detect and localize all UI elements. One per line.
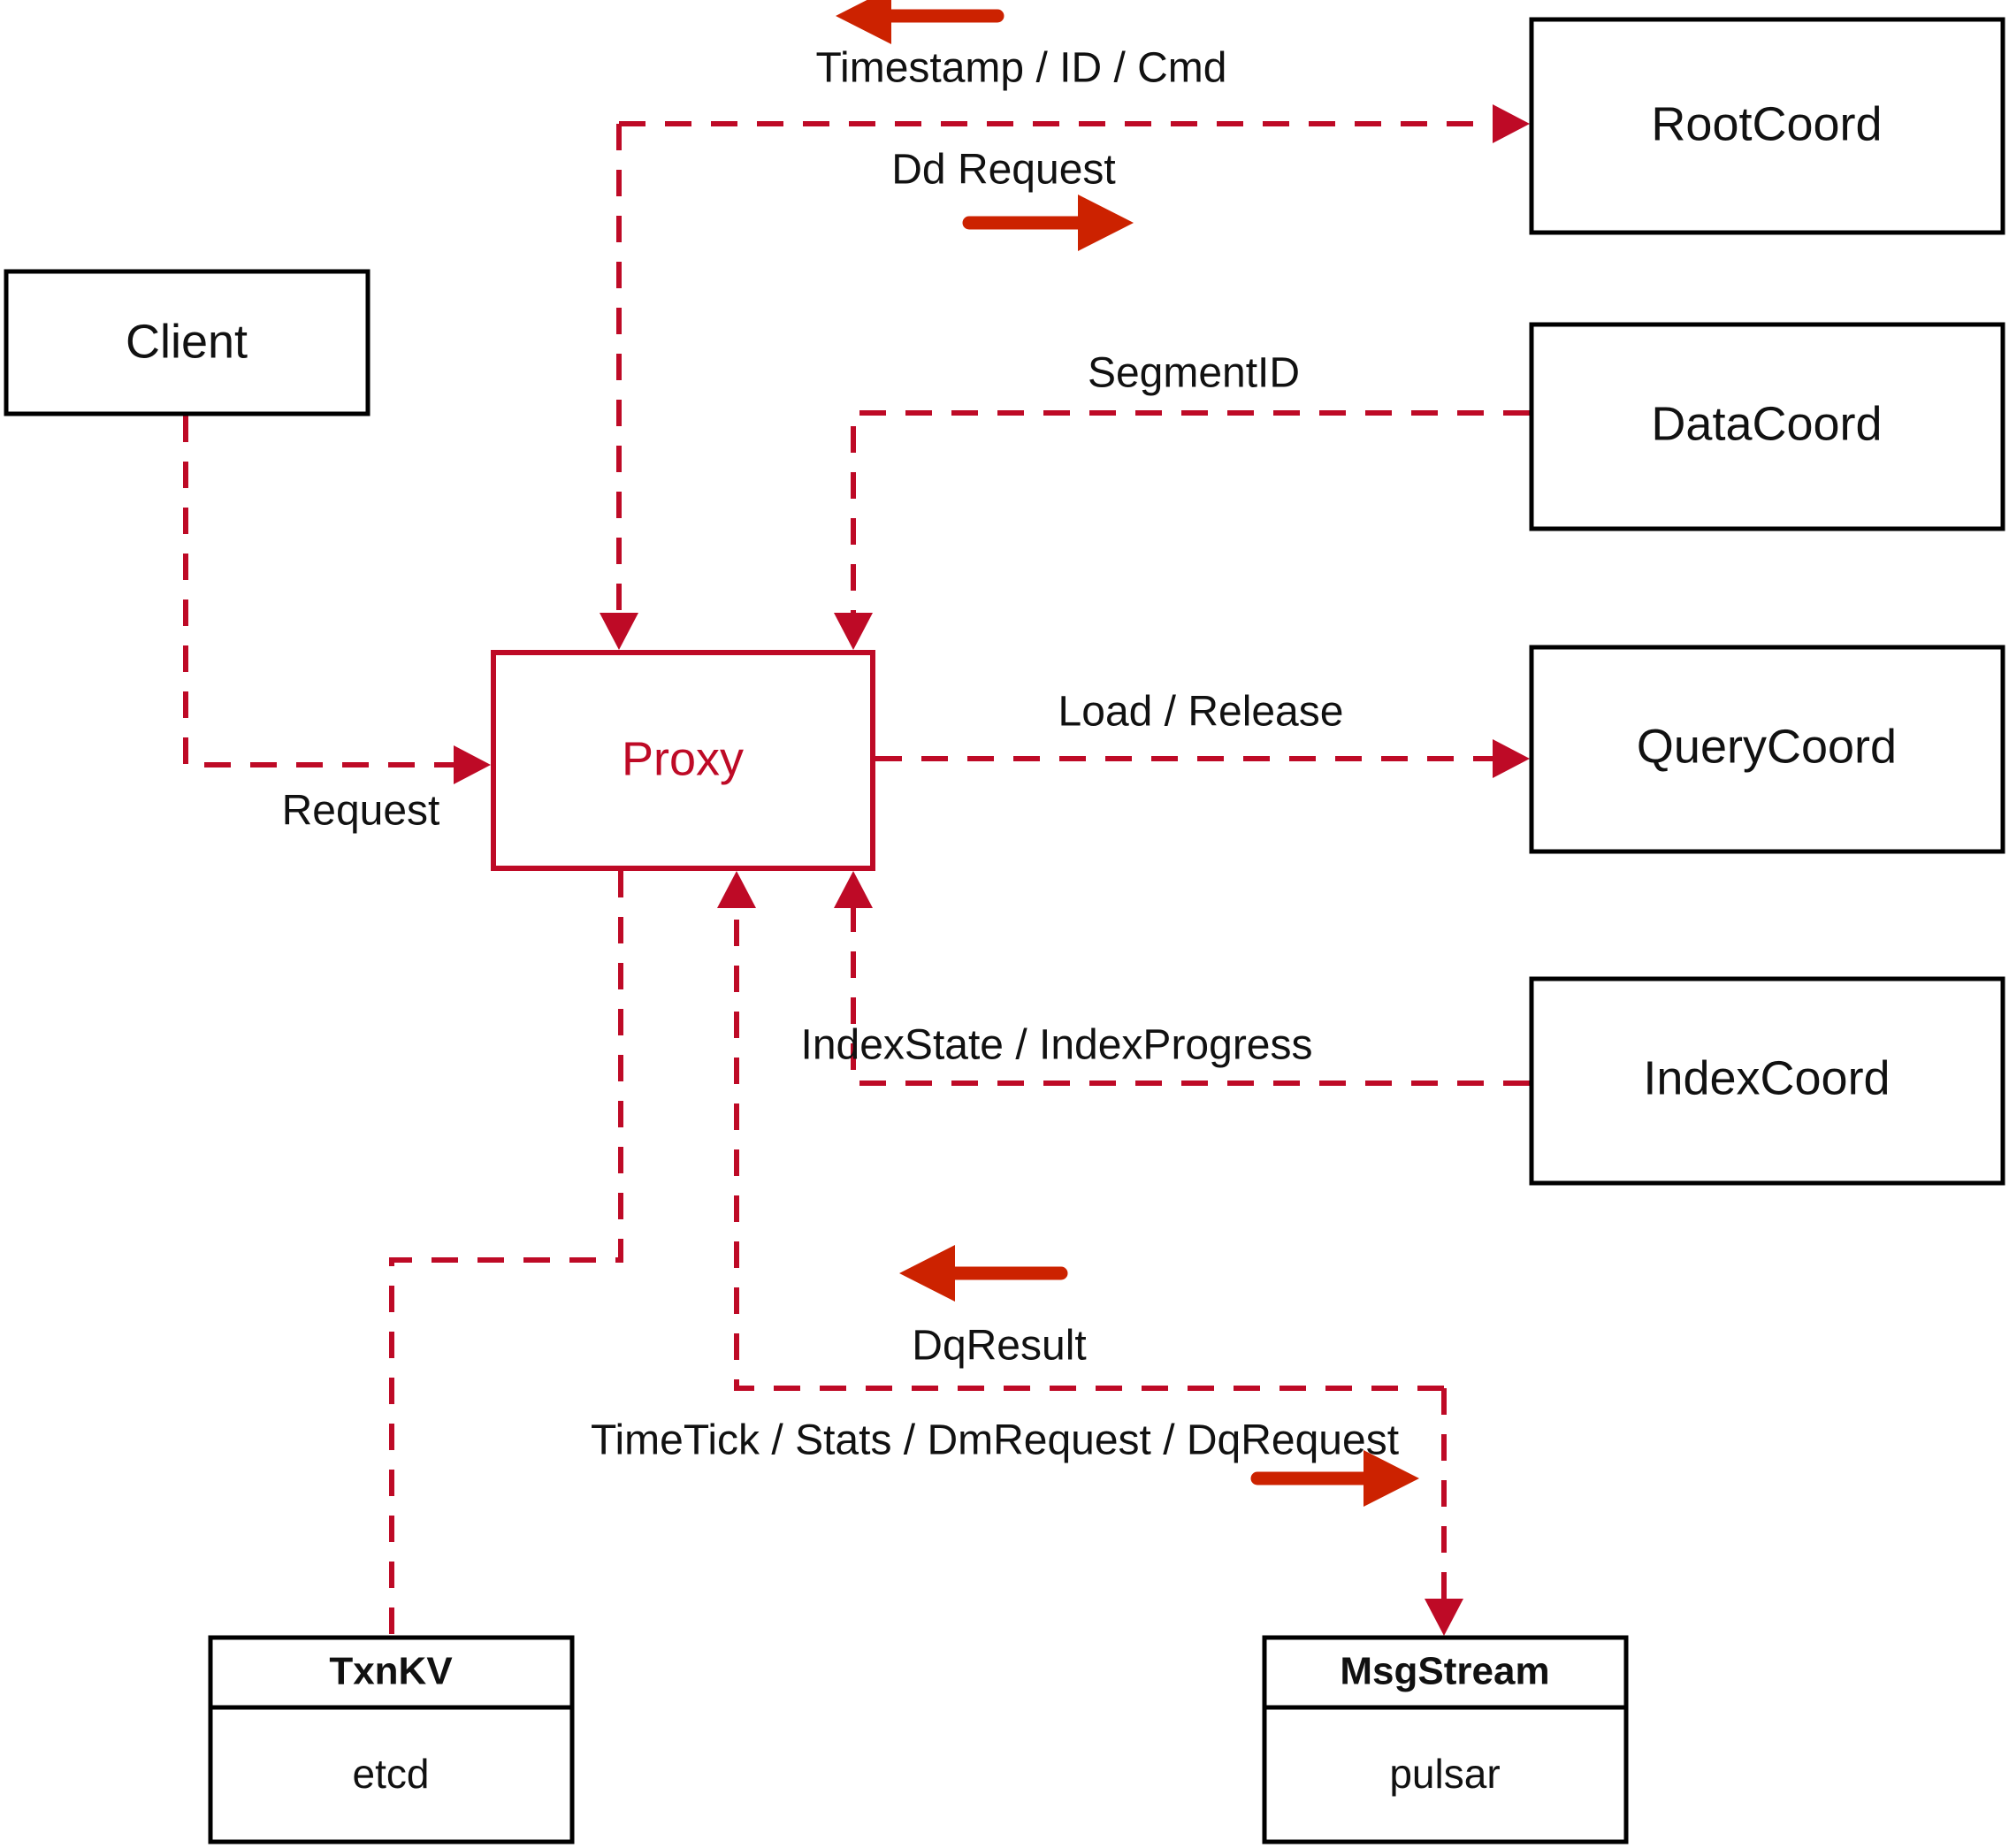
node-querycoord-label: QueryCoord <box>1637 720 1897 773</box>
node-datacoord-label: DataCoord <box>1651 397 1882 450</box>
edge-client-proxy <box>183 416 491 784</box>
flow-arrow-dd-request <box>962 195 1134 251</box>
node-client-label: Client <box>126 315 248 368</box>
edge-proxy-rootcoord-arrowhead <box>1493 104 1530 143</box>
flow-arrow-timetick-stats <box>1250 1450 1419 1507</box>
node-indexcoord-box[interactable] <box>1529 976 2005 1186</box>
edge-proxy-querycoord-arrowhead <box>1493 739 1530 778</box>
edge-label-dd-request: Dd Request <box>891 147 1115 194</box>
node-rootcoord-box[interactable] <box>1529 17 2005 235</box>
edge-label-dqresult: DqResult <box>912 1323 1086 1370</box>
node-rootcoord-label: RootCoord <box>1651 97 1882 150</box>
node-txnkv[interactable]: TxnKV etcd <box>208 1635 575 1844</box>
edge-proxy-rootcoord <box>619 104 1530 143</box>
node-client-box[interactable] <box>4 269 370 416</box>
node-indexcoord-label: IndexCoord <box>1643 1051 1890 1104</box>
node-msgstream-box[interactable] <box>1262 1635 1629 1844</box>
edge-label-indexstate-indexprogress: IndexState / IndexProgress <box>801 1022 1313 1069</box>
edge-label-timestamp-id-cmd: Timestamp / ID / Cmd <box>816 45 1227 92</box>
node-rootcoord[interactable]: RootCoord <box>1529 17 2005 235</box>
edge-datacoord-proxy-segment <box>851 410 1530 639</box>
edge-label-timetick-stats-dmrequest-dqrequest: TimeTick / Stats / DmRequest / DqRequest <box>591 1417 1399 1464</box>
node-msgstream-sublabel: pulsar <box>1389 1751 1500 1797</box>
edge-label-load-release: Load / Release <box>1058 689 1344 736</box>
edge-rootcoord-proxy-arrowhead <box>600 613 638 650</box>
edge-indexcoord-proxy <box>834 871 1530 1086</box>
edge-proxy-txnkv <box>389 871 623 1636</box>
edge-msgstream-proxy-segment <box>734 882 1444 1391</box>
node-txnkv-sublabel: etcd <box>353 1751 430 1797</box>
edge-msgstream-proxy-arrowhead <box>717 871 756 908</box>
edge-proxy-msgstream-arrowhead <box>1425 1599 1463 1636</box>
node-proxy-box[interactable] <box>491 650 875 871</box>
node-txnkv-label: TxnKV <box>329 1650 453 1693</box>
edge-proxy-querycoord <box>875 739 1530 778</box>
edge-datacoord-proxy-arrowhead <box>834 613 873 650</box>
flow-arrow-timestamp-id-cmd <box>836 0 1004 44</box>
edge-proxy-msgstream <box>1425 1388 1463 1636</box>
node-proxy[interactable]: Proxy <box>491 650 875 871</box>
node-proxy-label: Proxy <box>622 732 744 785</box>
node-txnkv-box[interactable] <box>208 1635 575 1844</box>
edge-label-segmentid: SegmentID <box>1088 350 1300 397</box>
edge-datacoord-proxy <box>834 410 1530 650</box>
node-msgstream-label: MsgStream <box>1340 1650 1549 1693</box>
node-client[interactable]: Client <box>4 269 370 416</box>
node-querycoord[interactable]: QueryCoord <box>1529 645 2005 854</box>
node-querycoord-box[interactable] <box>1529 645 2005 854</box>
edge-rootcoord-proxy <box>600 124 638 650</box>
node-msgstream[interactable]: MsgStream pulsar <box>1262 1635 1629 1844</box>
edge-msgstream-proxy <box>717 871 1444 1391</box>
node-datacoord[interactable]: DataCoord <box>1529 322 2005 531</box>
node-indexcoord[interactable]: IndexCoord <box>1529 976 2005 1186</box>
edge-client-proxy-segment <box>183 416 480 767</box>
edge-label-request: Request <box>282 788 440 835</box>
edge-proxy-txnkv-segment <box>389 871 623 1636</box>
edge-indexcoord-proxy-arrowhead <box>834 871 873 908</box>
node-datacoord-box[interactable] <box>1529 322 2005 531</box>
flow-arrow-dqresult <box>899 1245 1068 1302</box>
edge-client-proxy-arrowhead <box>454 745 491 784</box>
